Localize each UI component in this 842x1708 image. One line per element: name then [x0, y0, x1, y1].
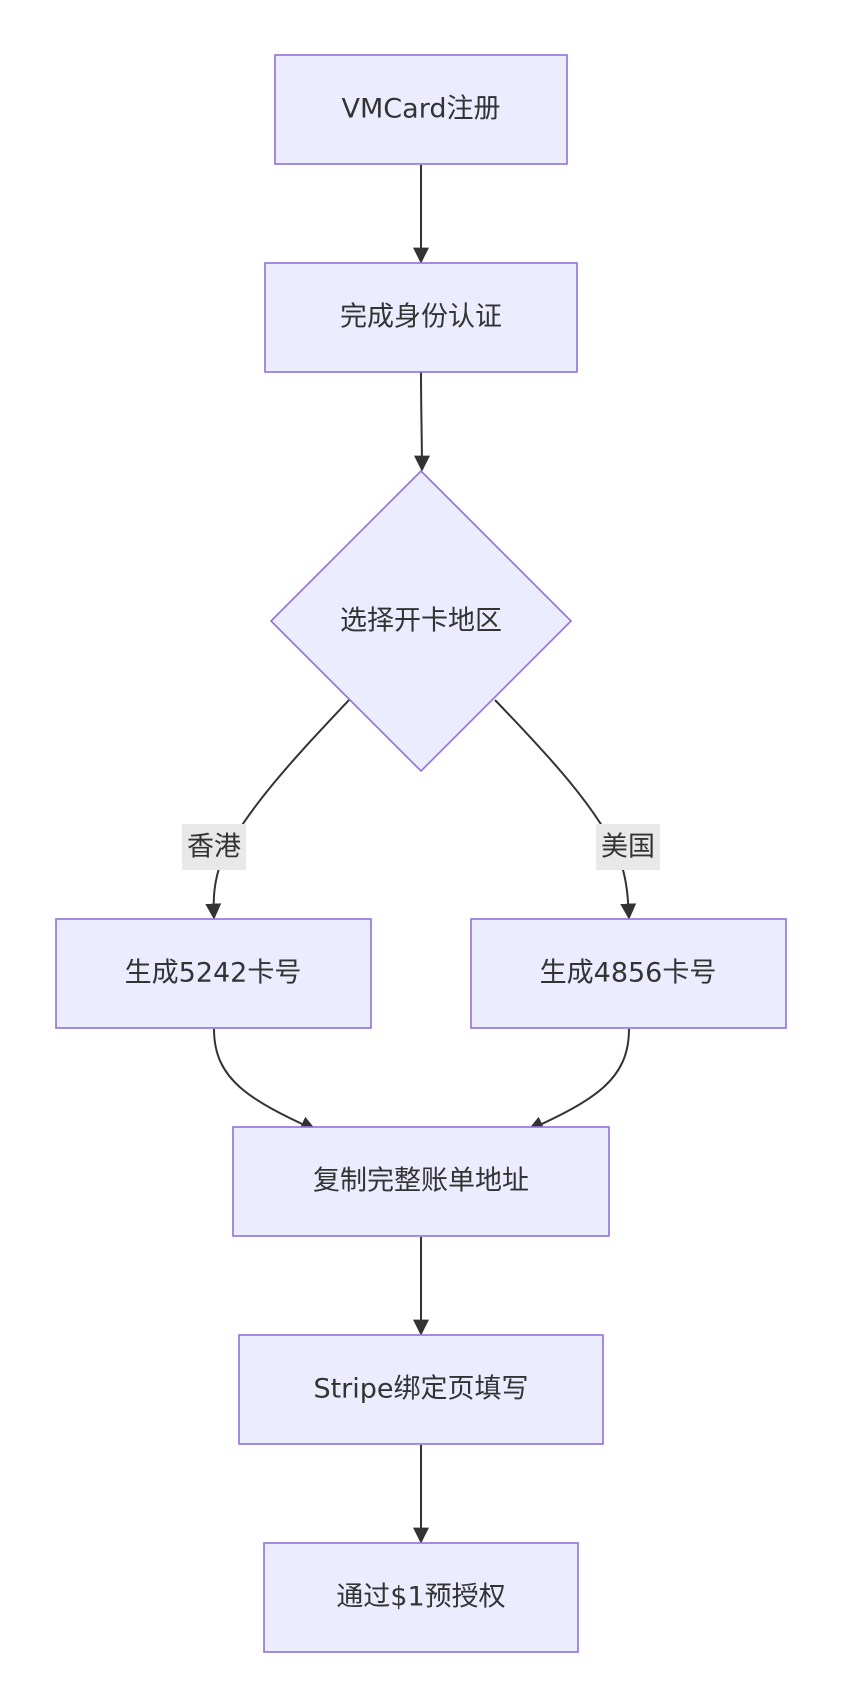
node-stripe-label: Stripe绑定页填写: [313, 1374, 528, 1405]
node-hk-card: 生成5242卡号: [55, 918, 372, 1029]
edge-label-hk: 香港: [182, 824, 246, 870]
edge-hk-to-copy: [213, 1028, 317, 1132]
node-us-card: 生成4856卡号: [470, 918, 787, 1029]
node-register: VMCard注册: [274, 54, 568, 165]
node-us-card-label: 生成4856卡号: [540, 958, 717, 989]
node-verify-label: 完成身份认证: [340, 302, 502, 333]
node-hk-card-label: 生成5242卡号: [125, 958, 302, 989]
node-preauth: 通过$1预授权: [263, 1542, 579, 1653]
edge-region-to-us: [494, 699, 637, 920]
node-preauth-label: 通过$1预授权: [336, 1582, 505, 1613]
edge-label-hk-text: 香港: [187, 832, 241, 863]
node-register-label: VMCard注册: [342, 94, 501, 125]
node-region-label: 选择开卡地区: [340, 606, 502, 637]
edge-region-to-hk: [205, 699, 350, 920]
edge-us-to-copy: [527, 1028, 630, 1132]
node-region-decision: 选择开卡地区: [269, 469, 573, 773]
edge-label-us: 美国: [596, 824, 660, 870]
node-stripe: Stripe绑定页填写: [238, 1334, 604, 1445]
edge-verify-to-region: [413, 371, 430, 472]
node-copy-address-label: 复制完整账单地址: [313, 1166, 529, 1197]
node-copy-address: 复制完整账单地址: [232, 1126, 610, 1237]
node-verify: 完成身份认证: [264, 262, 578, 373]
edge-label-us-text: 美国: [601, 832, 655, 863]
